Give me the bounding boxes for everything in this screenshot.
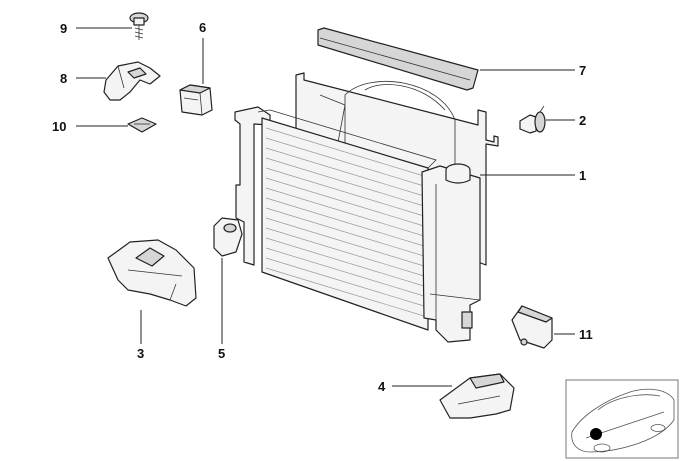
callout-9: 9 <box>60 21 67 36</box>
callout-2: 2 <box>579 113 586 128</box>
push-rivet-part[interactable] <box>519 105 546 134</box>
callout-1: 1 <box>579 168 586 183</box>
callout-3: 3 <box>137 346 144 361</box>
callout-5: 5 <box>218 346 225 361</box>
callout-11: 11 <box>579 327 593 342</box>
callout-6: 6 <box>199 20 206 35</box>
callout-10: 10 <box>52 119 66 134</box>
callout-labels: 1 2 3 4 5 6 7 8 9 10 11 <box>52 20 593 394</box>
right-bracket-part[interactable] <box>511 305 553 349</box>
clip-part[interactable] <box>127 117 157 133</box>
rubber-mount-part[interactable] <box>213 217 243 257</box>
callout-4: 4 <box>378 379 386 394</box>
screw-part[interactable] <box>129 12 149 40</box>
callout-7: 7 <box>579 63 586 78</box>
location-marker <box>590 428 602 440</box>
lower-right-bracket-part[interactable] <box>439 373 515 419</box>
callout-8: 8 <box>60 71 67 86</box>
leader-lines <box>76 27 575 387</box>
radiator-core-fins <box>265 127 425 317</box>
car-location-icon <box>565 379 679 459</box>
lower-left-bracket-part[interactable] <box>107 239 197 307</box>
upper-bracket-part[interactable] <box>103 61 161 101</box>
mounting-block-part[interactable] <box>179 84 213 116</box>
radiator-part[interactable] <box>234 106 481 343</box>
seal-strip-part[interactable] <box>317 27 479 91</box>
